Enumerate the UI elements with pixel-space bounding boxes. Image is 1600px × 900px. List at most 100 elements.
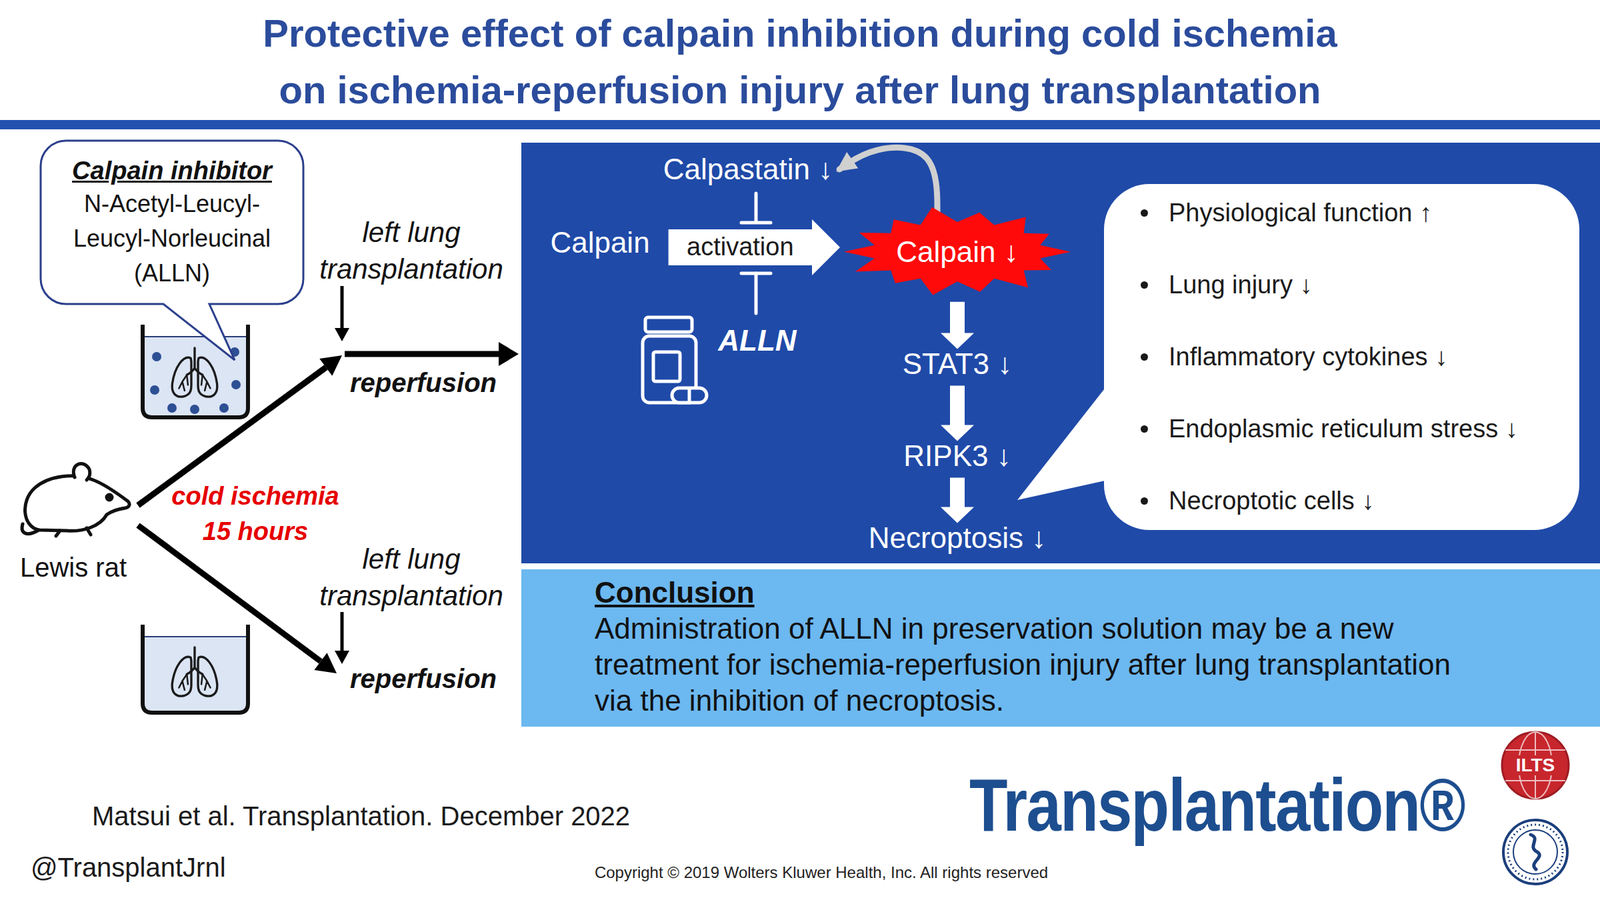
society-seal — [1508, 824, 1563, 880]
finding-item: Inflammatory cytokines ↓ — [1168, 340, 1448, 374]
flow-arrow — [340, 612, 344, 652]
flow-arrow — [344, 351, 500, 358]
pathway-text: Calpastatin ↓ — [663, 152, 833, 188]
society-logo — [1502, 732, 1569, 799]
block-arrow — [940, 385, 974, 441]
callout-outline — [1104, 184, 1580, 530]
pathway-text: Necroptosis ↓ — [868, 520, 1047, 556]
inhibitor-dot — [150, 347, 241, 414]
inhibition-bar — [741, 193, 771, 314]
beaker-control — [142, 624, 248, 713]
rat-icon — [56, 528, 91, 536]
arrow-head — [319, 355, 342, 376]
pill-bottle-icon — [688, 388, 692, 403]
flow-arrow — [138, 367, 326, 506]
arrow-head — [314, 652, 337, 674]
callout-body: N-Acetyl-Leucyl-Leucyl-Norleucinal (ALLN… — [51, 186, 293, 291]
pill-bottle-icon — [653, 352, 680, 382]
finding-item: Necroptotic cells ↓ — [1168, 484, 1374, 518]
animal-label: Lewis rat — [20, 552, 127, 583]
finding-item: Physiological function ↑ — [1168, 196, 1432, 230]
society-seal — [1503, 820, 1568, 884]
beaker-with-inhibitor — [142, 336, 248, 418]
society-logo — [1505, 732, 1566, 799]
inhibitor-dot — [167, 403, 177, 413]
rat-icon — [22, 524, 39, 534]
inhibitor-dot — [150, 385, 160, 395]
block-arrow — [940, 302, 974, 350]
society-logo — [1505, 749, 1566, 751]
conclusion-panel: ConclusionAdministration of ALLN in pres… — [521, 569, 1600, 727]
copyright-note: Copyright © 2019 Wolters Kluwer Health, … — [594, 863, 1048, 882]
pill-bottle-icon — [642, 317, 707, 403]
pathway-term: Necroptosis ↓ — [868, 520, 1047, 556]
title-rule — [0, 120, 1600, 130]
inhibition-bar — [754, 193, 758, 222]
society-seal — [1530, 834, 1540, 870]
rat-icon — [25, 476, 130, 532]
inhibition-bar — [741, 272, 771, 276]
callout-bubble: Calpain inhibitorN-Acetyl-Leucyl-Leucyl-… — [40, 140, 304, 304]
society-logo — [1505, 780, 1566, 782]
burst-node: Calpain ↓ — [844, 206, 1071, 298]
edge-label: activation — [684, 232, 797, 262]
social-handle: @TransplantJrnl — [30, 852, 226, 883]
bubble-outline — [40, 140, 304, 360]
condition-label: cold ischemia 15 hours — [165, 478, 346, 550]
step-label: reperfusion — [350, 368, 497, 398]
inhibitor-dot — [219, 403, 229, 413]
drug-label: ALLN — [718, 324, 796, 358]
callout-tail — [1017, 386, 1108, 500]
burst-shape — [844, 207, 1071, 296]
pill-bottle-icon — [672, 388, 707, 403]
inhibitor-dot — [231, 380, 241, 390]
beaker-control — [142, 636, 248, 713]
rat-icon — [106, 494, 112, 500]
beaker-with-inhibitor — [142, 324, 248, 418]
inhibitor-dot — [190, 404, 200, 414]
society-logo — [1502, 732, 1569, 799]
inhibitor-dot — [152, 352, 162, 362]
pathway-term: Calpastatin ↓ — [663, 152, 833, 188]
society-logo-text: ILTS — [1514, 755, 1558, 776]
lung-icon — [172, 348, 218, 397]
flow-arrow — [138, 286, 500, 662]
step-label: left lung transplantation — [304, 541, 518, 614]
step-label: reperfusion — [350, 664, 497, 694]
pathway-term: Calpain — [550, 225, 650, 261]
pathway-term: STAT3 ↓ — [902, 346, 1013, 382]
beaker-control — [142, 636, 248, 638]
feedback-arrow — [839, 147, 938, 219]
conclusion-body: Administration of ALLN in preservation s… — [594, 610, 1482, 719]
journal-logo: Transplantation® — [969, 768, 1465, 843]
rat-icon — [22, 463, 130, 536]
conclusion-heading: Conclusion — [594, 574, 1482, 611]
pill-bottle-icon — [645, 317, 692, 332]
pathway-text: RIPK3 ↓ — [903, 438, 1011, 474]
society-seal — [1513, 830, 1558, 874]
arrow-head — [498, 342, 519, 366]
finding-item: Lung injury ↓ — [1168, 268, 1312, 302]
rat-icon — [73, 463, 90, 480]
beaker-with-inhibitor — [142, 324, 248, 418]
findings-callout: Physiological function ↑ Lung injury ↓ Inf… — [1104, 184, 1580, 530]
lung-icon — [172, 647, 218, 696]
society-logo — [1534, 732, 1536, 799]
finding-item: Endoplasmic reticulum stress ↓ — [1168, 412, 1518, 446]
arrow-head — [314, 328, 519, 674]
citation: Matsui et al. Transplantation. December … — [92, 801, 630, 832]
flow-arrow — [138, 525, 321, 662]
inhibition-bar — [754, 273, 758, 314]
pathway-term: RIPK3 ↓ — [903, 438, 1011, 474]
society-logo — [1518, 732, 1552, 799]
block-arrow — [668, 219, 840, 276]
flow-arrow — [340, 286, 344, 330]
block-arrow — [940, 477, 974, 523]
mechanism-panel: Calpastatin ↓ Calpain Calpain ↓ STAT3 ↓ RIPK… — [521, 142, 1600, 564]
pathway-text: Calpain — [550, 225, 650, 261]
callout-heading: Calpain inhibitor — [51, 155, 293, 187]
inhibitor-dot — [230, 347, 240, 357]
step-label: left lung transplantation — [304, 214, 518, 288]
pill-bottle-icon — [642, 336, 696, 403]
